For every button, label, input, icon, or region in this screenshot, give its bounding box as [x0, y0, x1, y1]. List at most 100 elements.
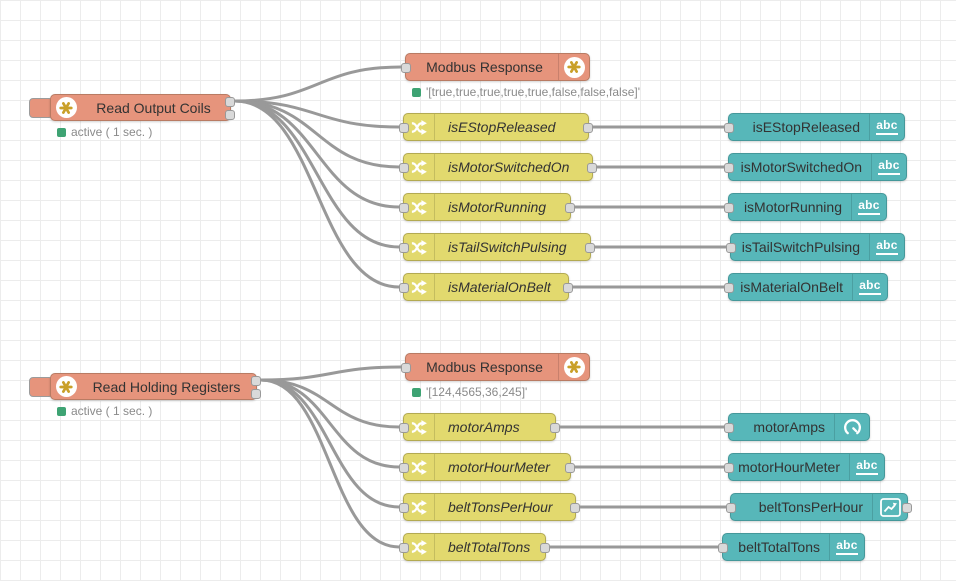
wire[interactable]	[233, 99, 401, 289]
input-port[interactable]	[724, 163, 734, 173]
abc-icon: abc	[858, 198, 880, 215]
output-port[interactable]	[540, 543, 550, 553]
input-port[interactable]	[726, 243, 736, 253]
wire[interactable]	[259, 378, 401, 509]
node-label: Read Output Coils	[96, 99, 211, 116]
switch-icon	[411, 279, 427, 295]
output-port[interactable]	[565, 203, 575, 213]
wire[interactable]	[233, 65, 403, 103]
node-ui-isEStopReleased[interactable]: abc isEStopReleased	[724, 113, 905, 141]
abc-icon: abc	[876, 238, 898, 255]
node-modbus-response-1[interactable]: Modbus Response	[401, 53, 590, 81]
input-port[interactable]	[724, 203, 734, 213]
node-label: motorAmps	[753, 419, 825, 435]
node-label: isMaterialOnBelt	[448, 279, 551, 295]
node-sw-isTailSwitchPulsing[interactable]: isTailSwitchPulsing	[399, 233, 595, 261]
chart-icon	[879, 497, 901, 517]
node-ui-isMaterialOnBelt[interactable]: abc isMaterialOnBelt	[724, 273, 888, 301]
node-label: isMaterialOnBelt	[740, 279, 843, 295]
input-port[interactable]	[724, 423, 734, 433]
modbus-icon	[563, 56, 585, 78]
node-sw-motorAmps[interactable]: motorAmps	[399, 413, 560, 441]
node-sw-beltTotalTons[interactable]: beltTotalTons	[399, 533, 550, 561]
output-port[interactable]	[585, 243, 595, 253]
input-port[interactable]	[724, 283, 734, 293]
input-port[interactable]	[401, 63, 411, 73]
node-read-output-coils[interactable]: Read Output Coils	[50, 94, 235, 121]
status-dot-icon	[57, 406, 66, 416]
output-port[interactable]	[583, 123, 593, 133]
modbus-icon	[55, 376, 77, 397]
wire[interactable]	[233, 99, 401, 249]
node-label: motorAmps	[448, 419, 520, 435]
output-port[interactable]	[902, 503, 912, 513]
node-ui-beltTonsPerHour[interactable]: beltTonsPerHour	[726, 493, 912, 521]
status-dot-icon	[412, 87, 421, 97]
input-port[interactable]	[399, 203, 409, 213]
wire[interactable]	[259, 365, 403, 382]
wire[interactable]	[233, 99, 401, 209]
node-ui-isMotorRunning[interactable]: abc isMotorRunning	[724, 193, 887, 221]
switch-icon	[411, 419, 427, 435]
output-port[interactable]	[225, 110, 235, 120]
node-sw-isMotorSwitchedOn[interactable]: isMotorSwitchedOn	[399, 153, 597, 181]
node-status: '[124,4565,36,245]'	[412, 385, 527, 399]
node-status-text: '[124,4565,36,245]'	[426, 385, 528, 399]
wire[interactable]	[259, 378, 401, 549]
node-status: active ( 1 sec. )	[57, 125, 152, 139]
node-label: isTailSwitchPulsing	[448, 239, 567, 255]
input-port[interactable]	[718, 543, 728, 553]
node-read-holding-registers[interactable]: Read Holding Registers	[50, 373, 261, 400]
node-label: isTailSwitchPulsing	[741, 239, 860, 255]
input-port[interactable]	[726, 503, 736, 513]
abc-icon: abc	[836, 538, 858, 555]
node-label: Read Holding Registers	[92, 378, 241, 395]
output-port[interactable]	[570, 503, 580, 513]
input-port[interactable]	[724, 123, 734, 133]
node-label: isMotorRunning	[743, 199, 842, 215]
input-port[interactable]	[399, 243, 409, 253]
node-sw-isMotorRunning[interactable]: isMotorRunning	[399, 193, 575, 221]
output-port[interactable]	[550, 423, 560, 433]
output-port[interactable]	[565, 463, 575, 473]
node-modbus-response-2[interactable]: Modbus Response	[401, 353, 590, 381]
switch-icon	[411, 499, 427, 515]
input-port[interactable]	[399, 543, 409, 553]
input-port[interactable]	[399, 123, 409, 133]
wire[interactable]	[233, 99, 401, 169]
output-port[interactable]	[587, 163, 597, 173]
input-port[interactable]	[724, 463, 734, 473]
node-ui-motorAmps[interactable]: motorAmps	[724, 413, 870, 441]
node-label: motorHourMeter	[448, 459, 550, 475]
switch-icon	[411, 159, 427, 175]
output-port[interactable]	[251, 389, 261, 399]
status-dot-icon	[57, 127, 66, 137]
wire[interactable]	[259, 378, 401, 469]
node-ui-isTailSwitchPulsing[interactable]: abc isTailSwitchPulsing	[726, 233, 905, 261]
abc-icon: abc	[876, 118, 898, 135]
status-dot-icon	[412, 387, 421, 397]
output-port[interactable]	[225, 97, 235, 107]
switch-icon	[411, 199, 427, 215]
input-port[interactable]	[401, 363, 411, 373]
switch-icon	[411, 119, 427, 135]
input-port[interactable]	[399, 503, 409, 513]
node-sw-beltTonsPerHour[interactable]: beltTonsPerHour	[399, 493, 580, 521]
node-label: Modbus Response	[426, 359, 543, 375]
node-sw-isEStopReleased[interactable]: isEStopReleased	[399, 113, 593, 141]
abc-icon: abc	[859, 278, 881, 295]
node-sw-motorHourMeter[interactable]: motorHourMeter	[399, 453, 575, 481]
input-port[interactable]	[399, 423, 409, 433]
node-label: isEStopReleased	[752, 119, 860, 135]
input-port[interactable]	[399, 283, 409, 293]
input-port[interactable]	[399, 163, 409, 173]
input-port[interactable]	[399, 463, 409, 473]
node-label: beltTonsPerHour	[758, 499, 863, 515]
node-sw-isMaterialOnBelt[interactable]: isMaterialOnBelt	[399, 273, 573, 301]
output-port[interactable]	[563, 283, 573, 293]
output-port[interactable]	[251, 376, 261, 386]
